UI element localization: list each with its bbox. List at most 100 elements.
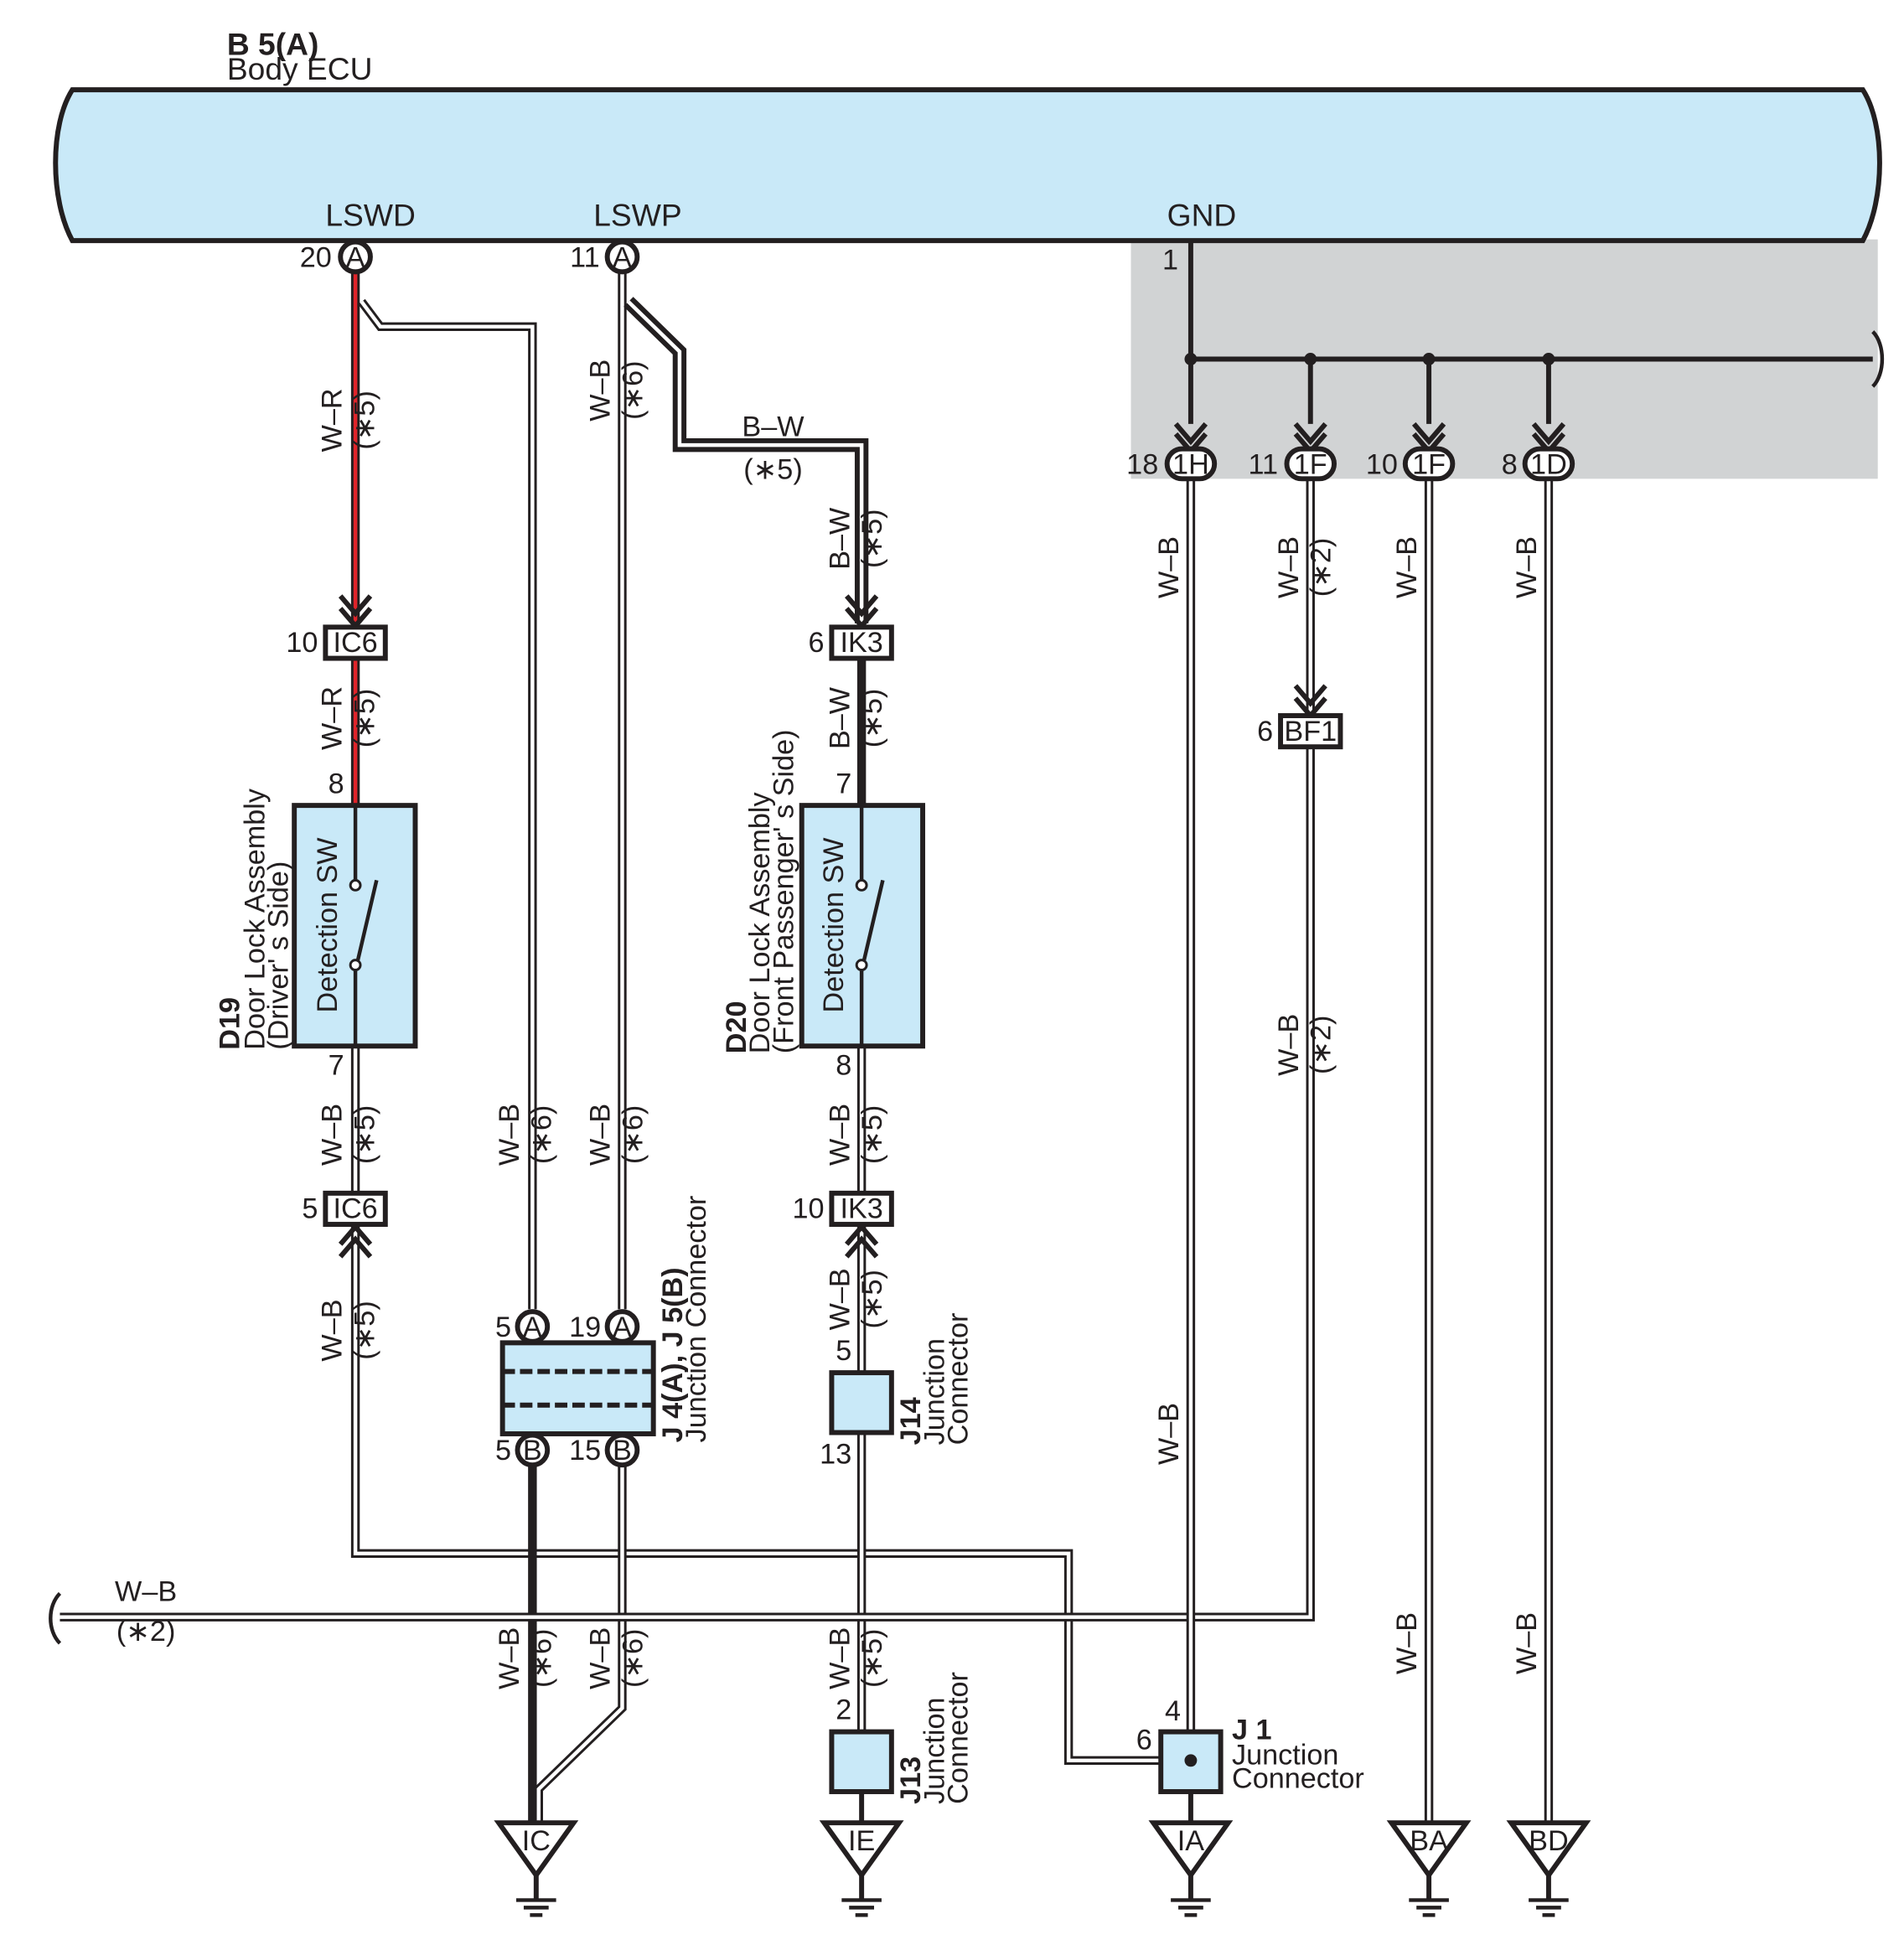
ground-connector-1f-a: 1F 11	[1249, 446, 1337, 482]
j14-line1: Junction	[918, 1338, 950, 1445]
svg-text:(∗2): (∗2)	[1306, 538, 1337, 597]
junction-j14: 5 13	[820, 1335, 894, 1471]
svg-text:W–B: W–B	[585, 360, 617, 422]
svg-text:W–B: W–B	[1273, 1014, 1305, 1076]
svg-text:(∗2): (∗2)	[1306, 1016, 1337, 1074]
svg-text:7: 7	[836, 768, 851, 799]
wire-d19-wb	[350, 1044, 1172, 1766]
svg-text:W–R: W–R	[317, 388, 349, 452]
svg-text:(∗5): (∗5)	[856, 1270, 888, 1328]
connector-ik3-bottom: IK3 10	[792, 1190, 894, 1228]
wire-left-break	[49, 1591, 62, 1645]
svg-text:W–B: W–B	[824, 1104, 856, 1166]
terminal-lswp-pin: A 11	[570, 239, 640, 275]
svg-text:W–B: W–B	[115, 1575, 177, 1607]
svg-text:10: 10	[1366, 448, 1398, 480]
svg-text:IC6: IC6	[333, 627, 377, 659]
svg-text:8: 8	[329, 768, 344, 799]
d20-side: (Front Passenger' s Side)	[768, 729, 799, 1053]
svg-text:10: 10	[792, 1193, 824, 1225]
terminal-lswp-label: LSWP	[593, 197, 681, 232]
svg-text:W–B: W–B	[494, 1104, 525, 1166]
svg-text:W–B: W–B	[1153, 1403, 1185, 1465]
svg-text:W–B: W–B	[494, 1627, 525, 1689]
connector-ic6-top: IC6 10	[286, 624, 388, 661]
terminal-lswd-pin: A 20	[300, 239, 373, 275]
ground-connector-1f-b: 1F 10	[1366, 446, 1456, 482]
svg-text:A: A	[613, 1311, 632, 1343]
junction-j1: 4 6	[1136, 1695, 1224, 1794]
ecu-name: Body ECU	[227, 51, 373, 86]
j4-j5-name: Junction Connector	[680, 1196, 712, 1443]
svg-text:(∗6): (∗6)	[526, 1629, 558, 1688]
svg-text:1F: 1F	[1412, 448, 1446, 480]
d20-switch-label: Detection SW	[818, 837, 850, 1013]
body-ecu-box	[53, 87, 1882, 244]
svg-text:1F: 1F	[1294, 448, 1327, 480]
d19-code: D19	[215, 997, 246, 1050]
svg-text:A: A	[613, 241, 632, 273]
ground-connector-1h: 1H 18	[1126, 446, 1218, 482]
svg-text:(∗6): (∗6)	[617, 360, 649, 419]
svg-text:W–B: W–B	[1273, 536, 1305, 598]
svg-text:18: 18	[1126, 448, 1158, 480]
d20-code: D20	[721, 1001, 753, 1053]
svg-text:W–B: W–B	[1391, 1612, 1423, 1674]
j1-code: J 1	[1232, 1715, 1272, 1746]
svg-text:5: 5	[495, 1311, 511, 1343]
svg-text:IA: IA	[1177, 1825, 1205, 1857]
wire-j4-to-ic	[528, 1465, 627, 1823]
j13-line1: Junction	[918, 1697, 950, 1803]
svg-text:15: 15	[569, 1435, 601, 1467]
wire-labels: W–R (∗5) W–R (∗5) W–B (∗5) W–B (∗5) W–B …	[115, 360, 1543, 1689]
svg-text:W–R: W–R	[317, 686, 349, 750]
svg-text:W–B: W–B	[1511, 536, 1543, 598]
svg-text:6: 6	[1257, 716, 1273, 747]
svg-text:10: 10	[286, 627, 318, 659]
svg-text:W–B: W–B	[1391, 536, 1423, 598]
svg-text:(∗5): (∗5)	[856, 689, 888, 747]
svg-text:IC6: IC6	[333, 1193, 377, 1225]
svg-text:8: 8	[1502, 448, 1518, 480]
component-d20: Detection SW 7 8	[799, 768, 926, 1082]
terminal-gnd-label: GND	[1167, 197, 1237, 232]
j1-line1: Junction	[1232, 1739, 1338, 1771]
svg-text:(∗5): (∗5)	[856, 1105, 888, 1164]
svg-text:5: 5	[836, 1335, 851, 1367]
svg-text:(∗6): (∗6)	[617, 1105, 649, 1164]
svg-text:W–B: W–B	[1511, 1612, 1543, 1674]
ground-connector-1d: 1D 8	[1502, 446, 1575, 482]
j13-code: J13	[895, 1756, 927, 1804]
svg-text:IK3: IK3	[840, 1193, 882, 1225]
connector-ic6-bottom: IC6 5	[302, 1190, 388, 1228]
svg-text:W–B: W–B	[824, 1268, 856, 1330]
junction-j4-j5: A A B B 5 19 5 15	[495, 1309, 656, 1468]
svg-text:2: 2	[836, 1694, 851, 1726]
svg-text:(∗5): (∗5)	[856, 510, 888, 568]
wire-left-wb-bus	[60, 747, 1315, 1622]
svg-text:6: 6	[808, 627, 824, 659]
svg-text:IK3: IK3	[840, 627, 882, 659]
svg-text:B: B	[613, 1435, 632, 1467]
svg-text:W–B: W–B	[585, 1627, 617, 1689]
j1-line2: Connector	[1232, 1763, 1364, 1795]
svg-text:A: A	[523, 1311, 542, 1343]
ground-ie: IE	[824, 1823, 898, 1915]
wire-lswp-bw	[623, 297, 869, 809]
j4-j5-code: J 4(A), J 5(B)	[657, 1267, 689, 1442]
svg-text:(∗6): (∗6)	[526, 1105, 558, 1164]
terminal-gnd-pin: 1	[1162, 244, 1178, 276]
svg-text:11: 11	[1249, 448, 1279, 480]
svg-text:(∗6): (∗6)	[617, 1629, 649, 1688]
svg-text:5: 5	[495, 1435, 511, 1467]
svg-text:(∗5): (∗5)	[743, 453, 802, 485]
svg-text:B: B	[523, 1435, 542, 1467]
d19-side: (Driver' s Side)	[263, 861, 295, 1050]
svg-text:(∗5): (∗5)	[349, 1301, 380, 1359]
svg-text:19: 19	[569, 1311, 601, 1343]
j14-line2: Connector	[943, 1313, 975, 1446]
svg-text:B–W: B–W	[742, 411, 805, 443]
svg-text:BF1: BF1	[1284, 716, 1337, 747]
svg-text:IC: IC	[522, 1825, 551, 1857]
